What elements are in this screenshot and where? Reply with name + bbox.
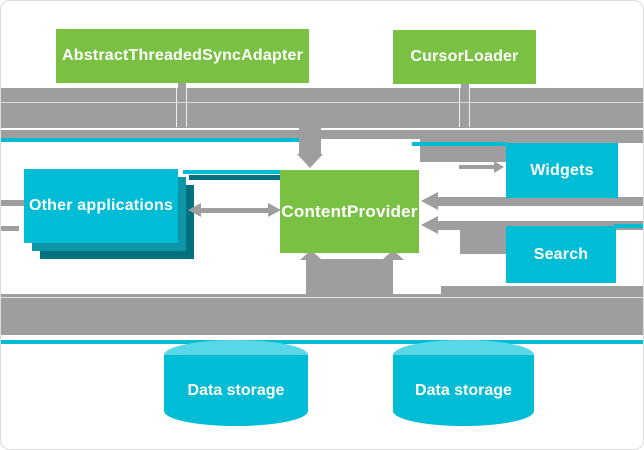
search-arrowhead-left-icon xyxy=(421,216,438,234)
data-storage-right-body: Data storage xyxy=(393,355,534,426)
node-other-applications-label: Other applications xyxy=(28,197,174,214)
cursorloader-arrow-stem xyxy=(461,83,469,89)
node-data-storage-left: Data storage xyxy=(164,340,308,426)
node-abstractthreadedsyncadapter-label: AbstractThreadedSyncAdapter xyxy=(61,47,304,64)
node-data-storage-left-label: Data storage xyxy=(187,381,285,399)
storage-up-arrowhead-right-icon xyxy=(382,250,404,260)
node-other-applications: Other applications xyxy=(24,169,178,243)
search-arrow-shaft xyxy=(438,221,643,230)
otherapps-arrowhead-right-icon xyxy=(268,203,281,217)
cursorloader-stem-seam-left xyxy=(459,88,460,127)
arrow-band-bottom xyxy=(1,294,643,335)
arrow-band-second-right-b xyxy=(420,143,506,162)
node-cursorloader: CursorLoader xyxy=(393,30,536,84)
node-data-storage-right-label: Data storage xyxy=(415,381,512,399)
widgets-arrow-shaft xyxy=(438,197,643,206)
cyan-rule-widgets xyxy=(412,142,506,146)
arrow-band-second-right-a xyxy=(420,139,643,143)
widgets-mini-arrowhead-right-icon xyxy=(494,161,504,173)
contentprovider-down-elbow xyxy=(299,126,321,155)
left-edge-stub-lower xyxy=(1,226,19,231)
teal-rule-stack-second xyxy=(189,175,280,180)
syncadapter-stem-seam-right xyxy=(186,88,187,127)
widgets-arrowhead-left-icon xyxy=(421,192,438,210)
syncadapter-stem-seam-left xyxy=(176,88,177,127)
node-cursorloader-label: CursorLoader xyxy=(410,48,519,65)
node-widgets: Widgets xyxy=(506,143,618,198)
syncadapter-arrow-stem xyxy=(178,83,186,89)
node-data-storage-right: Data storage xyxy=(393,340,534,426)
storage-provider-connector xyxy=(306,259,393,294)
cyan-rule-storage xyxy=(1,340,643,344)
data-storage-left-body: Data storage xyxy=(164,355,308,426)
contentprovider-down-arrowhead-icon xyxy=(297,154,323,168)
node-abstractthreadedsyncadapter: AbstractThreadedSyncAdapter xyxy=(56,29,309,83)
cyan-rule-left xyxy=(1,138,309,142)
otherapps-provider-arrow-shaft xyxy=(200,208,270,213)
widgets-mini-arrow-shaft xyxy=(459,165,495,169)
node-widgets-label: Widgets xyxy=(530,161,594,179)
storage-connector-seam xyxy=(393,259,394,294)
arrow-band-second xyxy=(1,130,643,139)
arrow-band-top xyxy=(1,88,643,128)
search-arrow-elbow xyxy=(460,229,506,254)
cyan-rule-search xyxy=(614,224,643,228)
band-bottom-seam xyxy=(1,297,643,298)
cyan-rule-stack-top xyxy=(183,170,280,174)
storage-up-arrowhead-left-icon xyxy=(300,250,322,260)
cursorloader-stem-seam-right xyxy=(469,88,470,127)
arrow-band-bottom-right-ext xyxy=(441,286,643,294)
left-edge-stub-upper xyxy=(1,200,24,206)
node-contentprovider-label: ContentProvider xyxy=(281,201,418,221)
otherapps-arrowhead-left-icon xyxy=(188,203,201,217)
node-contentprovider: ContentProvider xyxy=(280,170,419,253)
node-search-label: Search xyxy=(533,245,589,263)
node-search: Search xyxy=(506,226,616,283)
band-top-seam xyxy=(1,102,643,103)
